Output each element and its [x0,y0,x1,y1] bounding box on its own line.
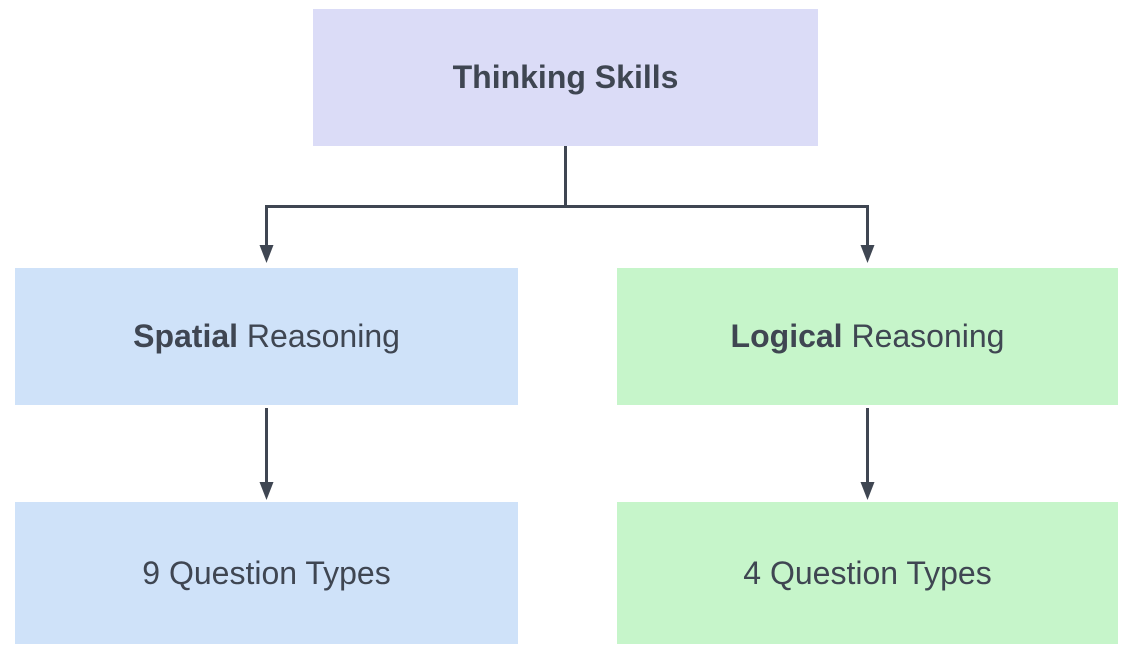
node-spatial-question-types-label: 9 Question Types [142,555,390,592]
node-logical-question-types-text: 4 Question Types [743,554,992,591]
node-spatial-reasoning-text-regular: Reasoning [238,318,400,354]
node-thinking-skills-text-bold: Thinking Skills [452,59,679,95]
node-thinking-skills: Thinking Skills [313,9,818,146]
node-spatial-reasoning: Spatial Reasoning [15,268,518,405]
node-logical-reasoning-label: Logical Reasoning [731,318,1005,355]
node-logical-question-types: 4 Question Types [617,502,1118,644]
node-spatial-reasoning-text-bold: Spatial [133,318,239,354]
node-spatial-reasoning-label: Spatial Reasoning [133,318,400,355]
arrowhead-logical-count-icon [860,482,875,500]
arrowhead-to-spatial-icon [259,245,274,263]
node-spatial-question-types: 9 Question Types [15,502,518,644]
node-logical-reasoning-text-bold: Logical [730,318,843,354]
arrowhead-spatial-count-icon [259,482,274,500]
node-spatial-question-types-text: 9 Question Types [142,554,391,591]
node-logical-reasoning-text-regular: Reasoning [842,318,1005,354]
node-logical-reasoning: Logical Reasoning [617,268,1118,405]
node-logical-question-types-label: 4 Question Types [743,555,991,592]
arrowhead-to-logical-icon [860,245,875,263]
node-thinking-skills-label: Thinking Skills [453,59,679,96]
